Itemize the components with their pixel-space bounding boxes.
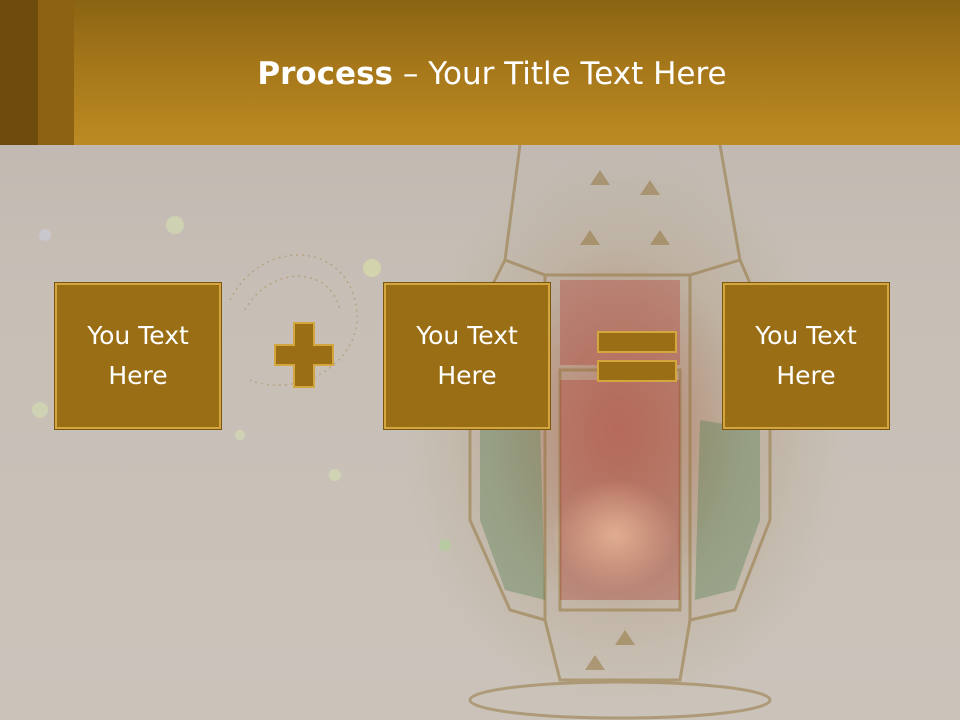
- process-box-text: You Text Here: [87, 321, 189, 390]
- process-box-1[interactable]: You Text Here: [55, 283, 221, 429]
- title-bar: Process – Your Title Text Here: [0, 0, 960, 145]
- process-box-text: You Text Here: [416, 321, 518, 390]
- accent-stripe-light: [38, 0, 74, 145]
- title-rest: – Your Title Text Here: [393, 56, 727, 92]
- process-box-3[interactable]: You Text Here: [723, 283, 889, 429]
- accent-stripe-dark: [0, 0, 38, 145]
- title-bold: Process: [257, 56, 393, 92]
- slide-title[interactable]: Process – Your Title Text Here: [74, 54, 910, 94]
- equals-icon: [597, 331, 677, 382]
- plus-icon: [274, 322, 334, 388]
- process-box-2[interactable]: You Text Here: [384, 283, 550, 429]
- process-box-text: You Text Here: [755, 321, 857, 390]
